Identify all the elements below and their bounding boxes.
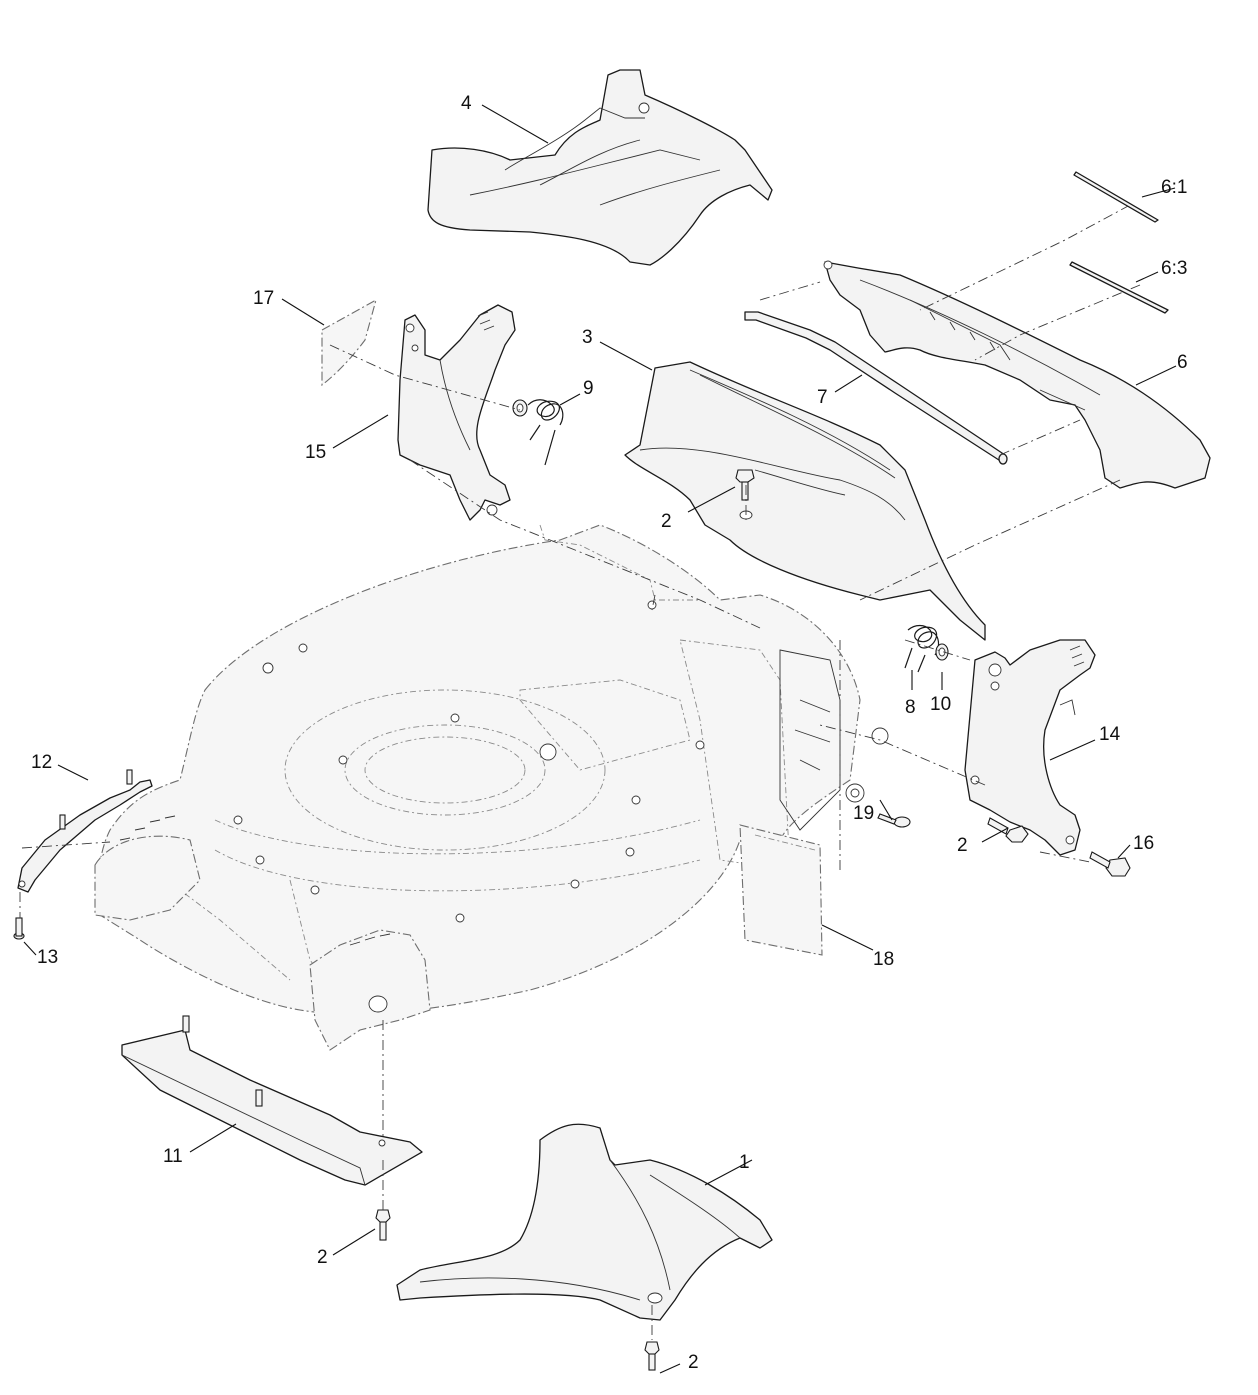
callout-4: 4 <box>461 93 472 114</box>
callout-6-1: 6:1 <box>1161 177 1187 198</box>
deck-left-outlet <box>94 815 201 921</box>
callout-1: 1 <box>739 1152 750 1173</box>
deck-rear-bracket <box>779 649 889 831</box>
callout-16: 16 <box>1133 833 1154 854</box>
callout-2-bottom: 2 <box>688 1352 699 1373</box>
discharge-flap-part-6 <box>823 260 1211 489</box>
callout-14: 14 <box>1099 724 1121 745</box>
rear-flap-part-18 <box>739 824 823 956</box>
bolt-part-2-bottom <box>644 1341 660 1371</box>
hinge-rod-part-7 <box>744 311 1008 465</box>
callout-18: 18 <box>873 949 894 970</box>
deck-front-outlet <box>309 929 431 1051</box>
bolt-part-16 <box>1089 851 1131 877</box>
callout-7: 7 <box>817 387 828 408</box>
callout-9: 9 <box>583 378 594 399</box>
side-chute-part-1 <box>396 1123 773 1321</box>
spring-part-9 <box>527 399 564 466</box>
baffle-part-4 <box>427 69 773 266</box>
callout-2-top: 2 <box>661 511 672 532</box>
callout-13: 13 <box>37 947 58 968</box>
assembly-centerlines <box>19 204 1141 1340</box>
mulch-plate-part-11 <box>121 1015 423 1186</box>
callout-8: 8 <box>905 697 916 718</box>
bolt-part-2-top <box>735 469 755 501</box>
callout-19: 19 <box>853 803 874 824</box>
screw-part-13 <box>13 917 25 940</box>
callout-labels: 4 6:1 6:3 6 7 3 17 15 9 2 8 10 14 2 16 1… <box>31 93 1188 1373</box>
washer-part-9 <box>512 399 528 417</box>
callout-6: 6 <box>1177 352 1188 373</box>
callout-11: 11 <box>163 1146 183 1167</box>
seal-strip-part-6-3 <box>1069 261 1169 314</box>
bracket-part-15 <box>397 304 516 521</box>
label-part-17 <box>321 298 377 387</box>
bolt-part-2-right <box>987 817 1029 843</box>
bracket-part-14 <box>964 639 1096 856</box>
callout-12: 12 <box>31 752 52 773</box>
bolt-part-2-lower <box>375 1209 391 1241</box>
callout-17: 17 <box>253 288 274 309</box>
mower-deck-housing <box>97 524 861 1015</box>
callout-15: 15 <box>305 442 326 463</box>
seal-strip-part-6-1 <box>1073 171 1159 223</box>
leader-lines <box>23 104 1177 1374</box>
callout-2-right: 2 <box>957 835 968 856</box>
callout-6-3: 6:3 <box>1161 258 1187 279</box>
washer-part-10 <box>935 643 949 661</box>
callout-2-lower: 2 <box>317 1247 328 1268</box>
screw-part-19 <box>877 813 911 828</box>
spring-part-8 <box>904 624 940 673</box>
mulch-plate-part-12 <box>17 769 153 893</box>
callout-3: 3 <box>582 327 593 348</box>
callout-10: 10 <box>930 694 951 715</box>
